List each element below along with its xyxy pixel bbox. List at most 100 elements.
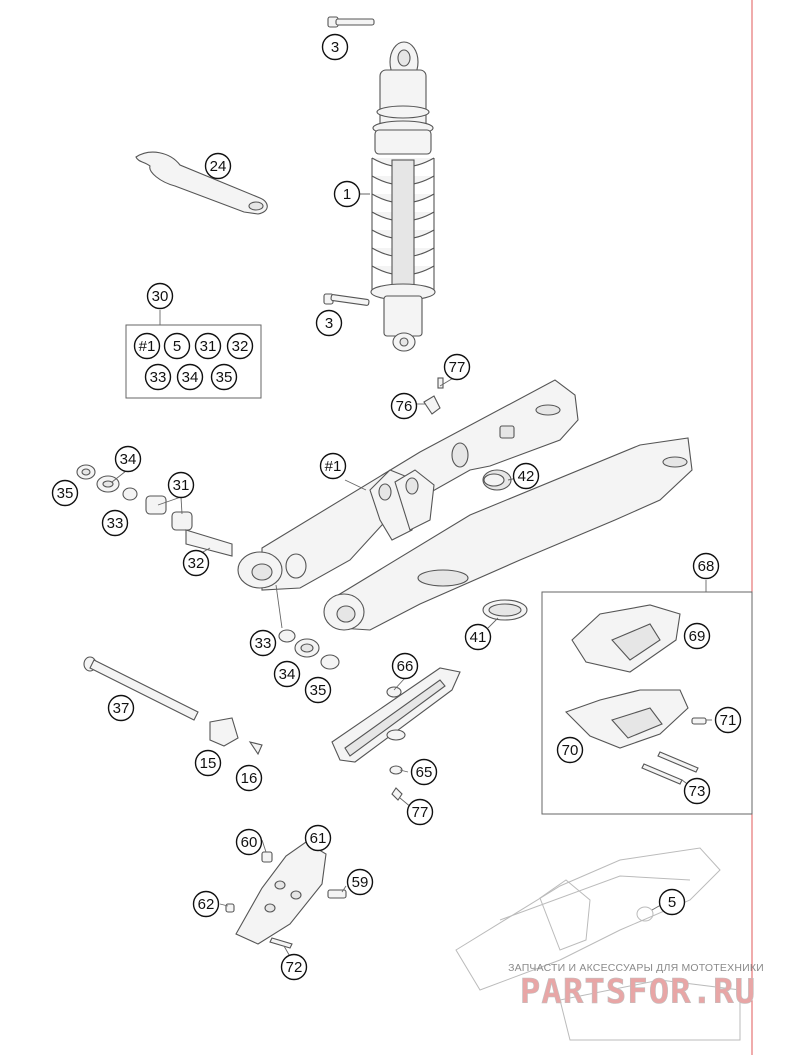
- callout-label: 31: [200, 338, 217, 355]
- callout-label: 35: [310, 682, 327, 699]
- callout-label: 5: [173, 338, 181, 355]
- callout-circle: [321, 33, 349, 61]
- bearing-stack-lower: [278, 629, 340, 670]
- callout-circle: [144, 363, 172, 391]
- callout-label: 34: [182, 369, 199, 386]
- callout-circle: [194, 332, 222, 360]
- pivot-axle: [83, 656, 263, 756]
- callout-circle: [194, 749, 222, 777]
- callout-circle: [390, 392, 418, 420]
- watermark-logo: PARTSFOR.RU: [520, 972, 756, 1012]
- callout-31: 31: [194, 332, 222, 360]
- callout-circle: [683, 777, 711, 805]
- callout-label: 65: [416, 764, 433, 781]
- callout-label: 73: [689, 783, 706, 800]
- bearing-stack-upper: [76, 464, 233, 557]
- callout-3: 3: [315, 309, 343, 337]
- watermark-tagline: ЗАПЧАСТИ И АКСЕССУАРЫ ДЛЯ МОТОТЕХНИКИ: [508, 962, 764, 974]
- callout-circle: [333, 180, 361, 208]
- callout-31: 31: [167, 471, 195, 499]
- callout-label: 33: [107, 515, 124, 532]
- callout-24: 24: [204, 152, 232, 180]
- callout-59: 59: [346, 868, 374, 896]
- callout-32: 32: [226, 332, 254, 360]
- callout-35: 35: [210, 363, 238, 391]
- callout-circle: [406, 798, 434, 826]
- callout-5: 5: [163, 332, 191, 360]
- callout-circle: [315, 309, 343, 337]
- callout-70: 70: [556, 736, 584, 764]
- callout-label: #1: [139, 338, 156, 355]
- callout-34: 34: [176, 363, 204, 391]
- callout-circle: [280, 953, 308, 981]
- callout-label: 33: [255, 635, 272, 652]
- callout-circle: [210, 363, 238, 391]
- callout-label: #1: [325, 458, 342, 475]
- callout-circle: [235, 828, 263, 856]
- callout-circle: [304, 824, 332, 852]
- callout-circle: [464, 623, 492, 651]
- shock-absorber: [323, 16, 436, 352]
- callout-circle: [146, 282, 174, 310]
- callout-30: 30: [146, 282, 174, 310]
- callout-32: 32: [182, 549, 210, 577]
- callout-label: 30: [152, 288, 169, 305]
- callout-16: 16: [235, 764, 263, 792]
- chain-guide-bracket: [225, 841, 347, 949]
- callout-label: 24: [210, 158, 227, 175]
- callout-34: 34: [114, 445, 142, 473]
- callout-label: 61: [310, 830, 327, 847]
- callout-73: 73: [683, 777, 711, 805]
- callout-62: 62: [192, 890, 220, 918]
- callout-34: 34: [273, 660, 301, 688]
- chain-slider: [331, 667, 461, 801]
- callout-label: 62: [198, 896, 215, 913]
- callout-circle: [346, 868, 374, 896]
- callout-61: 61: [304, 824, 332, 852]
- callout-label: 72: [286, 959, 303, 976]
- callout-circle: [204, 152, 232, 180]
- callout-69: 69: [683, 622, 711, 650]
- callout-72: 72: [280, 953, 308, 981]
- callout-label: 31: [173, 477, 190, 494]
- callout-circle: [133, 332, 161, 360]
- callout-circle: [182, 549, 210, 577]
- callout-68: 68: [692, 552, 720, 580]
- callout-circle: [273, 660, 301, 688]
- callout-circle: [192, 890, 220, 918]
- chain-guide: [564, 604, 707, 785]
- callout-60: 60: [235, 828, 263, 856]
- callout-33: 33: [144, 363, 172, 391]
- callout-label: 37: [113, 700, 130, 717]
- seal-ring-42: [483, 473, 505, 487]
- callout-label: 34: [120, 451, 137, 468]
- callout-label: 70: [562, 742, 579, 759]
- callout-77: 77: [406, 798, 434, 826]
- callout-label: 16: [241, 770, 258, 787]
- callout-label: 42: [518, 468, 535, 485]
- callout-label: 41: [470, 629, 487, 646]
- callout-circle: [391, 652, 419, 680]
- callout-label: 77: [449, 359, 466, 376]
- callout-41: 41: [464, 623, 492, 651]
- callout-label: 60: [241, 834, 258, 851]
- callout-label: 15: [200, 755, 217, 772]
- callout-label: 59: [352, 874, 369, 891]
- callout-circle: [163, 332, 191, 360]
- callout-label: 32: [188, 555, 205, 572]
- ghost-assembly: [455, 847, 741, 1041]
- callout-hash-1: #1: [319, 452, 347, 480]
- callout-66: 66: [391, 652, 419, 680]
- callout-label: 66: [397, 658, 414, 675]
- callout-37: 37: [107, 694, 135, 722]
- callout-circle: [512, 462, 540, 490]
- kit-box: [125, 324, 262, 399]
- callout-circle: [692, 552, 720, 580]
- callout-circle: [114, 445, 142, 473]
- callout-42: 42: [512, 462, 540, 490]
- callout-33: 33: [249, 629, 277, 657]
- callout-circle: [304, 676, 332, 704]
- callout-circle: [101, 509, 129, 537]
